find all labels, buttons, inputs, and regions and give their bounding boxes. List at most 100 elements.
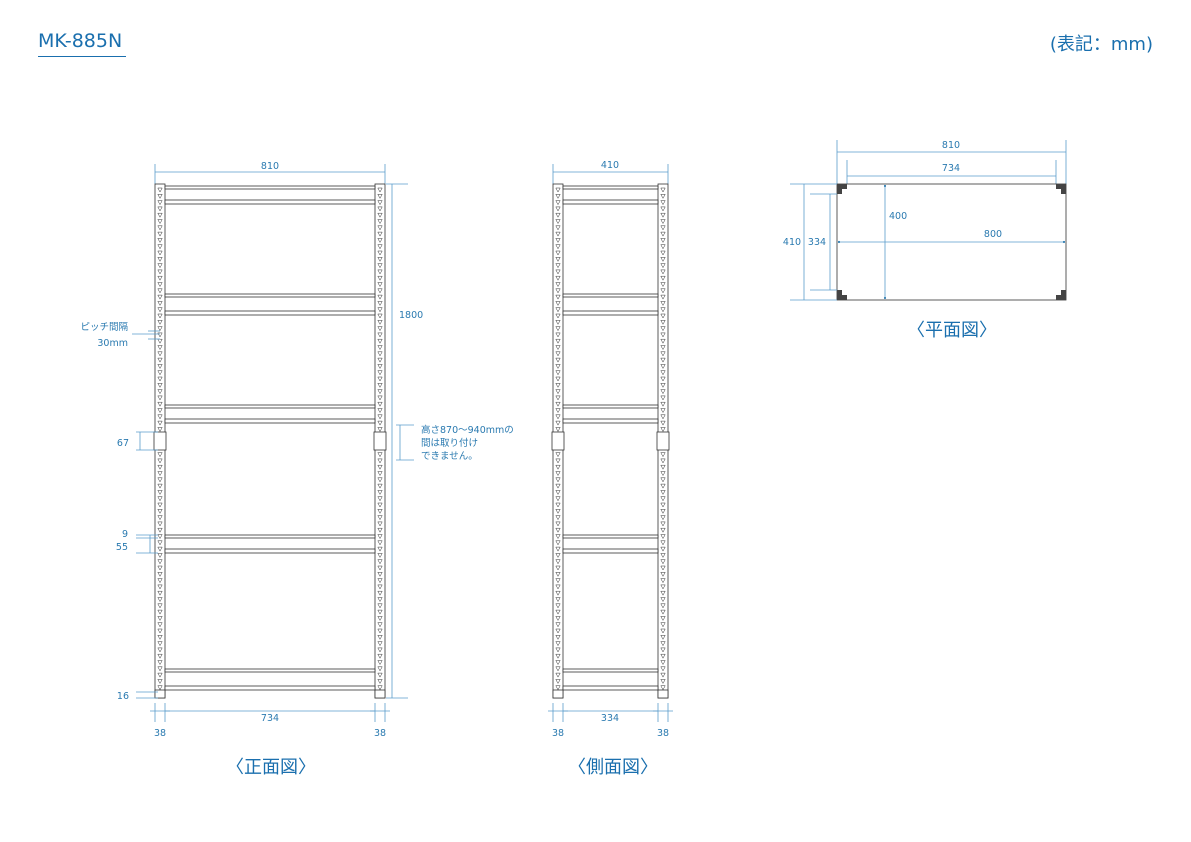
post-slot bbox=[377, 408, 383, 414]
post-slot bbox=[660, 269, 666, 275]
post-slot bbox=[157, 219, 163, 225]
front-right-post-label: 38 bbox=[374, 728, 386, 739]
post-slot bbox=[377, 660, 383, 666]
post-slot bbox=[555, 559, 561, 565]
post-slot bbox=[157, 653, 163, 659]
side-left-joint bbox=[551, 431, 565, 451]
post-slot bbox=[377, 313, 383, 319]
post-slot bbox=[157, 389, 163, 395]
post-slot bbox=[555, 313, 561, 319]
front-right-foot bbox=[374, 689, 386, 699]
post-slot bbox=[660, 257, 666, 262]
post-slot bbox=[555, 546, 561, 552]
plan-inner-depth-dimension: 334 bbox=[808, 193, 837, 291]
post-slot bbox=[555, 206, 561, 212]
post-slot bbox=[157, 641, 163, 647]
shelf-gap-dimension: 9 55 bbox=[116, 529, 158, 554]
post-slot bbox=[555, 345, 561, 351]
post-slot bbox=[555, 534, 561, 540]
post-slot bbox=[157, 370, 163, 376]
post-slot bbox=[377, 635, 383, 640]
post-slot bbox=[377, 427, 383, 432]
post-slot bbox=[377, 269, 383, 275]
post-slot bbox=[660, 219, 666, 225]
post-slot bbox=[555, 288, 561, 294]
plan-depth-label: 410 bbox=[783, 237, 801, 248]
plan-shelf-width-label: 800 bbox=[984, 229, 1002, 240]
post-slot bbox=[377, 490, 383, 495]
post-slot bbox=[660, 496, 666, 502]
post-slot bbox=[660, 647, 666, 653]
post-slot bbox=[377, 364, 383, 369]
post-slot bbox=[157, 250, 163, 256]
post-slot bbox=[377, 250, 383, 256]
side-right-post-label: 38 bbox=[657, 728, 669, 739]
post-slot bbox=[157, 553, 163, 558]
post-slot bbox=[157, 244, 163, 250]
post-slot bbox=[555, 427, 561, 432]
post-slot bbox=[555, 250, 561, 256]
post-slot bbox=[660, 420, 666, 426]
post-slot bbox=[377, 187, 383, 193]
post-slot bbox=[157, 565, 163, 571]
post-slot bbox=[660, 590, 666, 596]
post-slot bbox=[660, 628, 666, 634]
front-view-label: 〈正面図〉 bbox=[226, 757, 316, 778]
post-slot bbox=[660, 572, 666, 577]
post-slot bbox=[377, 383, 383, 388]
post-slot bbox=[660, 534, 666, 540]
post-slot bbox=[157, 282, 163, 288]
post-slot bbox=[555, 414, 561, 420]
post-slot bbox=[377, 578, 383, 584]
post-slot bbox=[157, 502, 163, 508]
post-slot bbox=[660, 616, 666, 621]
post-slot bbox=[377, 244, 383, 250]
post-slot bbox=[555, 477, 561, 483]
plan-inner-width-dimension: 734 bbox=[846, 160, 1057, 184]
front-left-joint bbox=[153, 431, 167, 451]
post-slot bbox=[660, 521, 666, 527]
post-slot bbox=[157, 376, 163, 382]
post-slot bbox=[660, 408, 666, 414]
post-slot bbox=[660, 635, 666, 640]
post-slot bbox=[157, 471, 163, 477]
post-slot bbox=[660, 565, 666, 571]
post-slot bbox=[157, 559, 163, 565]
post-slot bbox=[157, 200, 163, 206]
post-slot bbox=[555, 572, 561, 577]
post-slot bbox=[555, 616, 561, 621]
front-left-foot bbox=[154, 689, 166, 699]
post-slot bbox=[157, 685, 163, 691]
post-slot bbox=[660, 477, 666, 483]
post-slot bbox=[157, 364, 163, 369]
post-slot bbox=[555, 672, 561, 678]
post-slot bbox=[157, 345, 163, 351]
post-slot bbox=[555, 225, 561, 231]
post-slot bbox=[377, 477, 383, 483]
post-slot bbox=[157, 647, 163, 653]
post-slot bbox=[660, 464, 666, 470]
post-slot bbox=[555, 395, 561, 401]
post-slot bbox=[555, 294, 561, 300]
post-slot bbox=[157, 660, 163, 666]
post-slot bbox=[377, 452, 383, 458]
side-view-label: 〈側面図〉 bbox=[568, 757, 658, 778]
post-slot bbox=[660, 609, 666, 615]
post-slot bbox=[660, 578, 666, 584]
post-slot bbox=[555, 269, 561, 275]
post-slot bbox=[377, 288, 383, 294]
post-slot bbox=[660, 376, 666, 382]
post-slot bbox=[157, 679, 163, 684]
front-left-post-label: 38 bbox=[154, 728, 166, 739]
front-post-holes bbox=[157, 187, 383, 691]
post-slot bbox=[660, 471, 666, 477]
front-shelf-2 bbox=[164, 310, 376, 316]
post-slot bbox=[555, 383, 561, 388]
post-slot bbox=[660, 597, 666, 603]
post-slot bbox=[157, 509, 163, 514]
post-slot bbox=[377, 376, 383, 382]
post-slot bbox=[660, 653, 666, 659]
post-slot bbox=[157, 194, 163, 199]
post-slot bbox=[377, 212, 383, 218]
